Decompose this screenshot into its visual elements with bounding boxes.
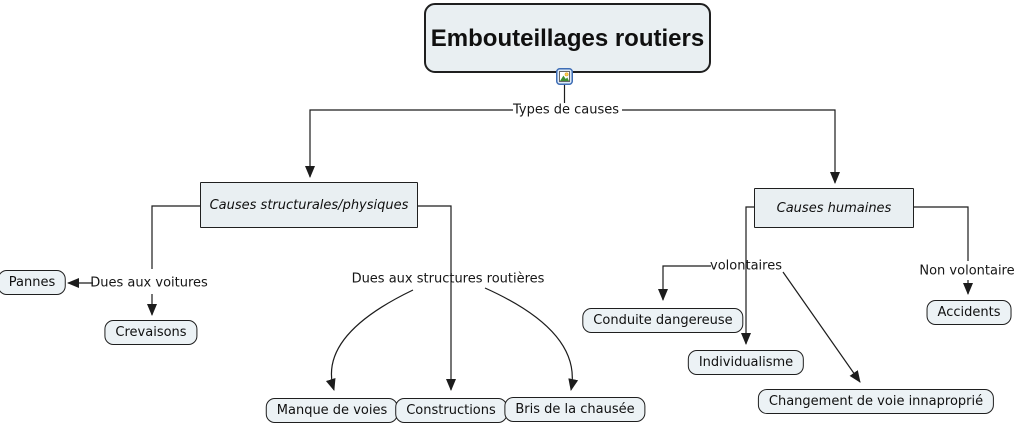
node-bris-de-la-chaussee[interactable]: Bris de la chausée [504,397,646,422]
node-crevaisons[interactable]: Crevaisons [104,320,198,345]
node-individualisme[interactable]: Individualisme [687,350,805,375]
connector-types-to-structural [305,109,513,178]
node-conduite-dangereuse[interactable]: Conduite dangereuse [582,308,744,333]
node-causes-structurales[interactable]: Causes structurales/physiques [200,182,418,228]
connector-human-to-individualisme [741,206,754,345]
connector-volontaires-to-conduite [658,265,711,301]
connector-structures-to-bris-chaussee [484,287,579,391]
link-label-dues-aux-structures[interactable]: Dues aux structures routières [351,271,545,287]
image-attachment-icon[interactable] [556,68,573,85]
connector-volontaires-to-changement [782,271,861,383]
node-causes-humaines[interactable]: Causes humaines [754,188,914,228]
node-changement-de-voie[interactable]: Changement de voie innaproprié [757,389,995,414]
node-constructions[interactable]: Constructions [395,398,507,423]
link-label-volontaires[interactable]: volontaires [710,258,782,274]
node-manque-de-voies[interactable]: Manque de voies [265,398,399,423]
connector-types-to-human [622,109,840,184]
connector-human-to-nonvolontaire [914,206,969,261]
node-root-title[interactable]: Embouteillages routiers [424,3,711,73]
connector-structures-to-manque-voies [325,289,414,391]
node-accidents[interactable]: Accidents [926,300,1012,325]
link-label-types-de-causes[interactable]: Types de causes [512,102,620,118]
link-label-dues-aux-voitures[interactable]: Dues aux voitures [90,275,208,291]
node-pannes[interactable]: Pannes [0,270,67,295]
connector-structural-to-constructions [418,205,456,391]
link-label-non-volontaire[interactable]: Non volontaire [919,263,1014,279]
connector-structural-to-voitures [151,205,200,269]
